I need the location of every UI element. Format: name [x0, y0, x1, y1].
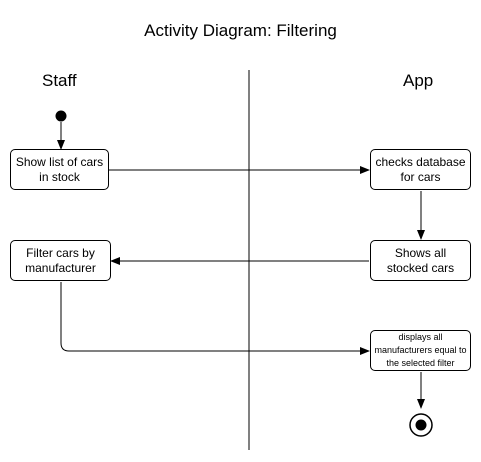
activity-show-list-of-cars: Show list of cars in stock	[10, 149, 109, 190]
activity-filter-cars-by-manufacturer: Filter cars by manufacturer	[10, 240, 111, 281]
activity-displays-manufacturers: displays all manufacturers equal to the …	[370, 330, 471, 371]
activity-shows-all-stocked-cars: Shows all stocked cars	[370, 240, 471, 281]
diagram-title: Activity Diagram: Filtering	[144, 21, 337, 40]
final-node-core	[415, 419, 427, 431]
arrow-filter-to-displays	[60, 282, 370, 355]
initial-node	[55, 110, 67, 122]
lane-title-app: App	[403, 71, 434, 90]
lane-title-staff: Staff	[42, 71, 77, 90]
activity-checks-database: checks database for cars	[370, 149, 471, 190]
